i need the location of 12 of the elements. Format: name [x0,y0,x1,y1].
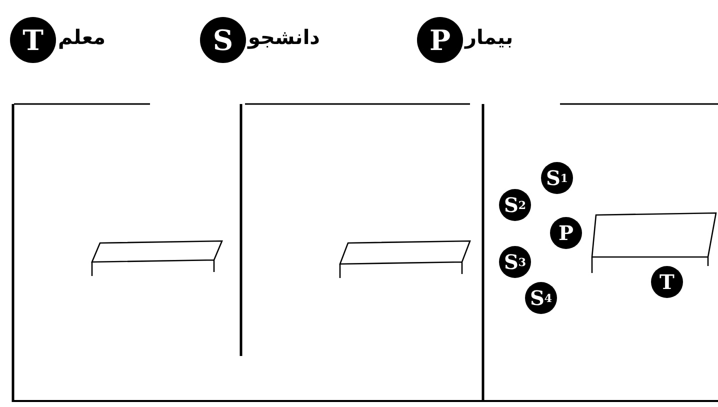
role-name: بیمار [465,25,514,49]
role-marker: P [550,217,582,249]
role-name: معلم [58,25,106,49]
role-marker: S$^{3}$ [499,246,531,278]
role-marker: S [200,17,246,63]
role-marker: S$^{2}$ [499,189,531,221]
role-marker: T [10,17,56,63]
role-marker: S$^{1}$ [541,162,573,194]
role-name: دانشجو [248,25,320,49]
role-marker: T [651,266,683,298]
role-marker: S$^{4}$ [525,282,557,314]
role-marker: P [417,17,463,63]
